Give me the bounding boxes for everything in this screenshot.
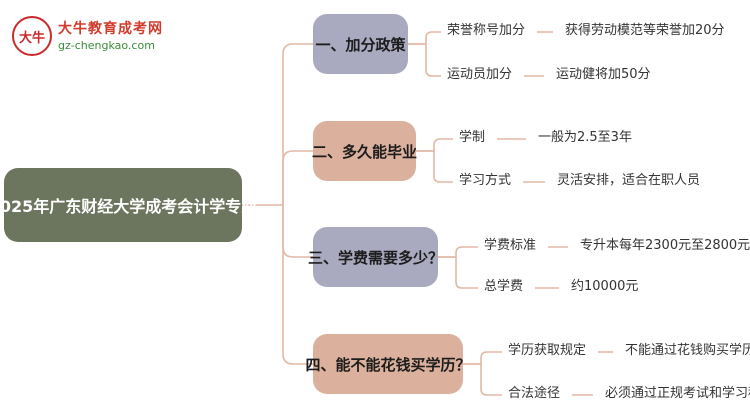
logo-name: 大牛教育成考网: [58, 21, 163, 37]
leaf-value: 专升本每年2300元至2800元: [580, 238, 750, 253]
branch-connector: [282, 43, 313, 205]
leaf-connector: [463, 351, 502, 365]
leaf-key: 荣誉称号加分: [447, 23, 526, 38]
leaf-connector: [416, 150, 453, 183]
root-node: 2025年广东财经大学成考会计学专业: [0, 168, 257, 242]
logo-mark-text: 大牛: [18, 30, 45, 46]
leaf-value: 获得劳动模范等荣誉加20分: [565, 23, 725, 38]
leaf-value: 必须通过正规考试和学习程序: [605, 386, 750, 401]
leaf-connector: [408, 43, 441, 77]
leaf-key: 合法途径: [508, 386, 561, 401]
leaf-connector: [416, 138, 453, 152]
leaf-key: 运动员加分: [447, 67, 513, 82]
branch-connector: [282, 205, 313, 365]
site-logo: 大牛 大牛教育成考网 gz-chengkao.com: [12, 12, 162, 60]
leaf-value: 运动健将加50分: [556, 67, 651, 82]
branch-node-bonus-policy: 一、加分政策: [313, 14, 408, 74]
leaf-key: 学历获取规定: [508, 343, 587, 358]
leaf-connector: [438, 246, 478, 258]
leaf-key: 学习方式: [459, 173, 512, 188]
leaf-key: 学制: [459, 130, 486, 145]
branch-node-graduation-time: 二、多久能毕业: [312, 121, 417, 181]
leaf-value: 不能通过花钱购买学历: [625, 343, 750, 358]
leaf-connector: [463, 363, 502, 396]
leaf-connector: [408, 31, 441, 45]
leaf-key: 总学费: [484, 279, 524, 294]
branch-connector: [282, 150, 313, 205]
logo-icon: 大牛: [12, 16, 52, 56]
logo-url: gz-chengkao.com: [58, 39, 155, 52]
leaf-key: 学费标准: [484, 238, 537, 253]
leaf-value: 灵活安排，适合在职人员: [557, 173, 701, 188]
branch-node-buy-degree: 四、能不能花钱买学历？: [306, 334, 471, 394]
leaf-connector: [438, 256, 478, 289]
leaf-value: 约10000元: [571, 279, 639, 294]
leaf-value: 一般为2.5至3年: [538, 130, 632, 145]
branch-node-tuition: 三、学费需要多少？: [308, 227, 443, 287]
